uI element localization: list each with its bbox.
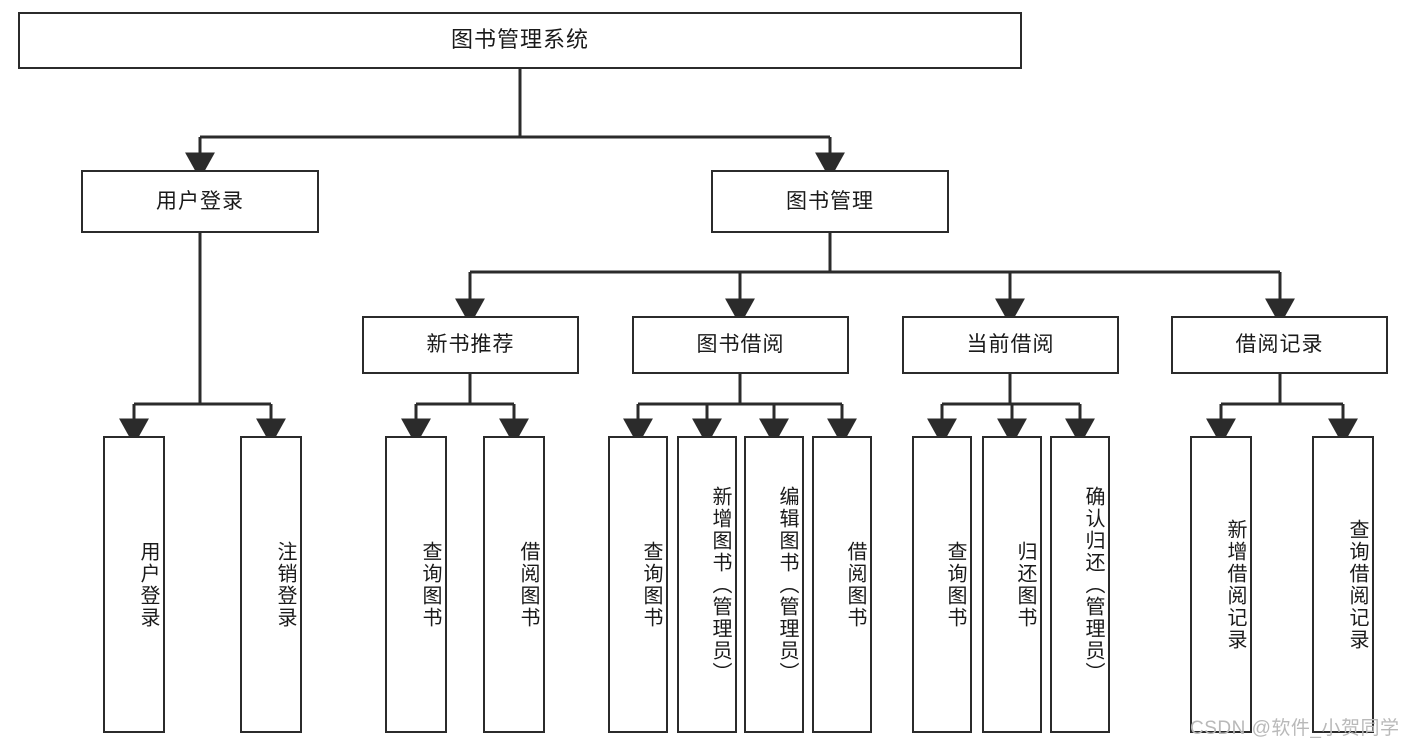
node-label: 查询图书 bbox=[419, 540, 441, 629]
node-label: 借阅图书 bbox=[844, 540, 866, 629]
node-label: 用户登录 bbox=[137, 540, 159, 629]
node-book-borrow[interactable]: 图书借阅 bbox=[632, 316, 849, 374]
node-label: 新书推荐 bbox=[426, 333, 515, 357]
node-label: 用户登录 bbox=[156, 189, 244, 213]
leaf-query-book-recommend[interactable]: 查询图书 bbox=[385, 436, 447, 733]
leaf-borrow-book-recommend[interactable]: 借阅图书 bbox=[483, 436, 545, 733]
node-label: 查询图书 bbox=[640, 540, 662, 629]
node-label: 新增借阅记录 bbox=[1224, 518, 1246, 651]
leaf-confirm-return-admin[interactable]: 确认归还（管理员） bbox=[1050, 436, 1110, 733]
leaf-query-book-current[interactable]: 查询图书 bbox=[912, 436, 972, 733]
node-root-system[interactable]: 图书管理系统 bbox=[18, 12, 1022, 69]
node-user-login[interactable]: 用户登录 bbox=[81, 170, 319, 233]
node-label: 查询借阅记录 bbox=[1346, 518, 1368, 651]
node-label: 归还图书 bbox=[1014, 540, 1036, 629]
node-label: 借阅图书 bbox=[517, 540, 539, 629]
node-label: 图书借阅 bbox=[696, 333, 785, 357]
node-label: 借阅记录 bbox=[1235, 333, 1324, 357]
leaf-logout-login[interactable]: 注销登录 bbox=[240, 436, 302, 733]
node-borrow-record[interactable]: 借阅记录 bbox=[1171, 316, 1388, 374]
leaf-add-book-admin[interactable]: 新增图书（管理员） bbox=[677, 436, 737, 733]
leaf-edit-book-admin[interactable]: 编辑图书（管理员） bbox=[744, 436, 804, 733]
node-label: 新增图书（管理员） bbox=[709, 485, 731, 684]
leaf-borrow-book[interactable]: 借阅图书 bbox=[812, 436, 872, 733]
leaf-add-borrow-record[interactable]: 新增借阅记录 bbox=[1190, 436, 1252, 733]
node-label: 图书管理 bbox=[786, 189, 874, 213]
node-label: 当前借阅 bbox=[966, 333, 1055, 357]
node-label: 确认归还（管理员） bbox=[1082, 485, 1104, 684]
node-label: 编辑图书（管理员） bbox=[776, 485, 798, 684]
node-current-borrow[interactable]: 当前借阅 bbox=[902, 316, 1119, 374]
node-book-management[interactable]: 图书管理 bbox=[711, 170, 949, 233]
leaf-query-book-borrow[interactable]: 查询图书 bbox=[608, 436, 668, 733]
node-label: 查询图书 bbox=[944, 540, 966, 629]
leaf-user-login[interactable]: 用户登录 bbox=[103, 436, 165, 733]
leaf-query-borrow-record[interactable]: 查询借阅记录 bbox=[1312, 436, 1374, 733]
leaf-return-book[interactable]: 归还图书 bbox=[982, 436, 1042, 733]
node-label: 注销登录 bbox=[274, 540, 296, 629]
node-new-book-recommend[interactable]: 新书推荐 bbox=[362, 316, 579, 374]
node-label: 图书管理系统 bbox=[450, 27, 589, 53]
